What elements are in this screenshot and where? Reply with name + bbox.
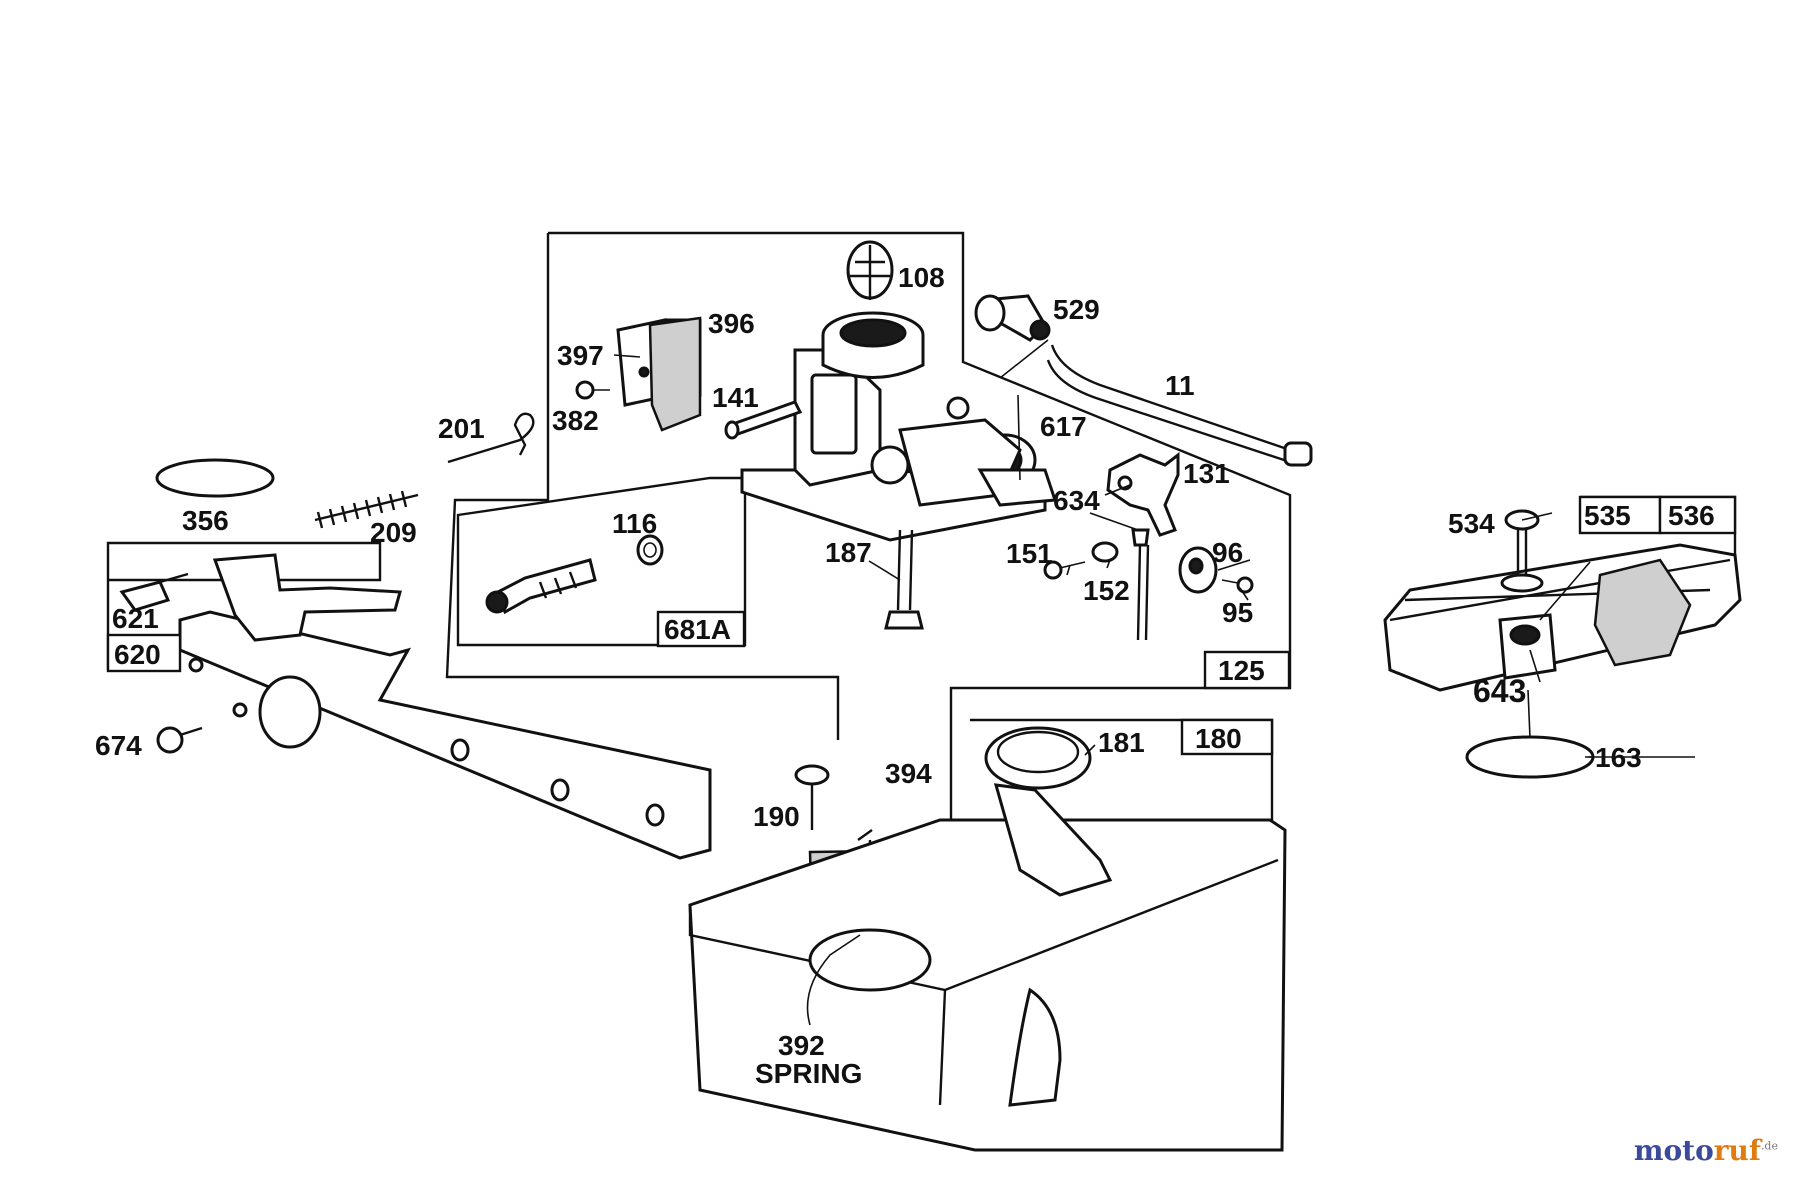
spring-209 — [314, 490, 419, 529]
watermark-part3: .de — [1760, 1139, 1778, 1153]
spring-392-leader — [806, 934, 861, 1026]
watermark-part2: ruf — [1713, 1134, 1761, 1167]
label-681a: 681A — [664, 614, 731, 645]
label-box-180 — [1180, 718, 1274, 756]
label-box-536 — [1658, 495, 1737, 535]
link-rod-201 — [447, 412, 535, 464]
choke-knob-108 — [846, 240, 894, 300]
label-209: 209 — [370, 517, 417, 548]
label-621: 621 — [112, 603, 159, 634]
label-356: 356 — [182, 505, 229, 536]
gasket-163 — [1465, 735, 1595, 779]
label-131: 131 — [1183, 458, 1230, 489]
air-filter-housing-536 — [1383, 543, 1742, 692]
label-190: 190 — [753, 801, 800, 832]
screw-95 — [1221, 576, 1254, 594]
screw-151 — [1043, 560, 1086, 580]
leader-lines — [613, 339, 1695, 758]
label-643: 643 — [1473, 673, 1526, 709]
label-382: 382 — [552, 405, 599, 436]
label-535: 535 — [1584, 500, 1631, 531]
label-529: 529 — [1053, 294, 1100, 325]
label-397: 397 — [557, 340, 604, 371]
label-spring: SPRING — [755, 1058, 862, 1089]
group-681a-box — [456, 476, 747, 647]
watermark-part1: moto — [1633, 1134, 1714, 1167]
elbow-fitting-529 — [974, 294, 1051, 342]
label-163: 163 — [1595, 742, 1642, 773]
label-box-620 — [106, 633, 182, 673]
throttle-part-617 — [977, 468, 1058, 507]
pump-plate-396 — [648, 316, 702, 432]
control-bracket-620 — [178, 553, 712, 860]
label-96: 96 — [1212, 537, 1243, 568]
label-617: 617 — [1040, 411, 1087, 442]
fuel-pipe-11 — [1046, 344, 1291, 464]
screw-382 — [575, 380, 610, 400]
fuel-tank-180 — [688, 818, 1287, 1152]
label-634: 634 — [1053, 485, 1100, 516]
label-181: 181 — [1098, 727, 1145, 758]
filler-neck-181 — [984, 726, 1113, 897]
group-125-bracket — [445, 231, 1292, 1080]
ring-356 — [155, 458, 275, 498]
pipe-end-fitting — [1283, 441, 1313, 467]
label-141: 141 — [712, 382, 759, 413]
label-201: 201 — [438, 413, 485, 444]
label-11: 11 — [1165, 370, 1195, 401]
label-108: 108 — [898, 262, 945, 293]
knob-534 — [1500, 509, 1544, 593]
washer-116 — [636, 534, 664, 566]
screw-190 — [794, 764, 830, 830]
label-674: 674 — [95, 730, 142, 761]
pin-141 — [724, 400, 803, 440]
label-box-681a — [656, 610, 746, 648]
label-180: 180 — [1195, 723, 1242, 754]
bolt-187 — [884, 529, 924, 630]
label-116: 116 — [612, 508, 657, 539]
needle-assembly-681a — [485, 558, 597, 615]
label-125: 125 — [1218, 655, 1265, 686]
watermark-logo: motoruf.de — [1634, 1134, 1778, 1167]
needle-valve-634 — [1131, 528, 1150, 641]
label-394: 394 — [885, 758, 932, 789]
label-95: 95 — [1222, 597, 1253, 628]
label-151: 151 — [1006, 538, 1053, 569]
filter-element-535 — [1593, 558, 1692, 667]
screw-674 — [156, 726, 203, 754]
label-536: 536 — [1668, 500, 1715, 531]
label-box-125 — [1203, 650, 1291, 690]
label-534: 534 — [1448, 508, 1495, 539]
clip-621 — [119, 572, 189, 612]
throttle-lever-131 — [1106, 451, 1180, 537]
label-396: 396 — [708, 308, 755, 339]
label-152: 152 — [1083, 575, 1130, 606]
spring-152 — [1091, 541, 1119, 563]
label-187: 187 — [825, 537, 872, 568]
label-620: 620 — [114, 639, 161, 670]
label-392: 392 — [778, 1030, 825, 1061]
washer-96 — [1178, 546, 1218, 594]
breather-643 — [1498, 613, 1557, 680]
